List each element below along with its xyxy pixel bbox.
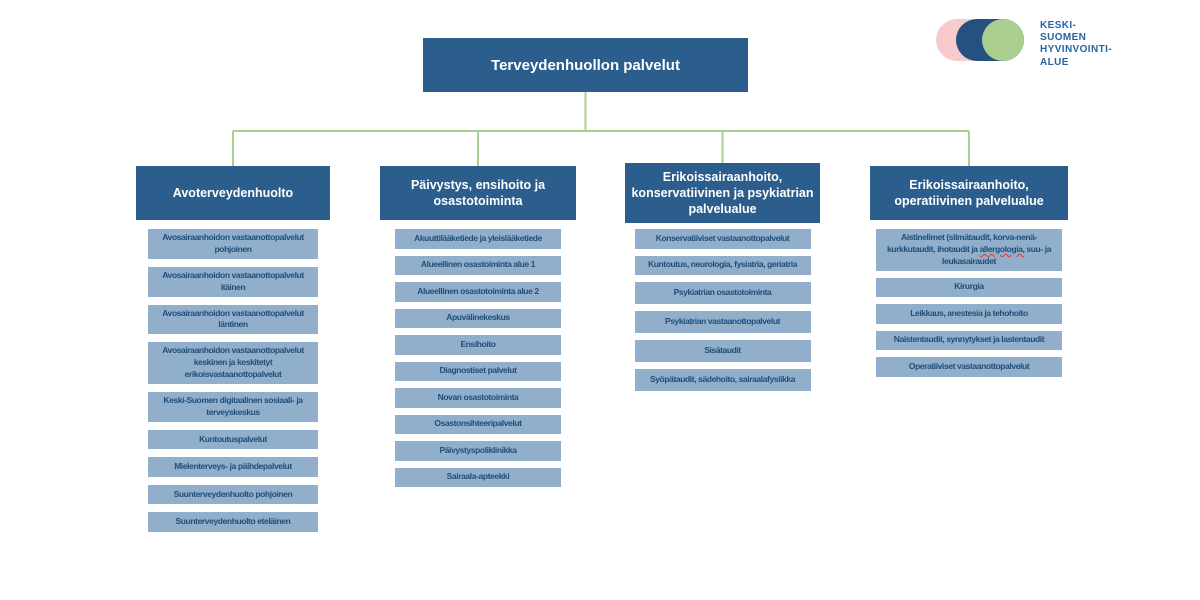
org-item-label: Operatiiviset vastaanottopalvelut (908, 360, 1030, 371)
org-item: Suunterveydenhuolto eteläinen (148, 512, 318, 532)
spellcheck-underline: allergologia, (979, 243, 1025, 254)
org-item: Sisätaudit (634, 340, 811, 362)
column-header-label: Avoterveydenhuolto (172, 185, 294, 200)
org-item-label: Sisätaudit (704, 345, 741, 356)
org-item: Leikkaus, anestesia ja tehohoito (876, 304, 1062, 324)
org-item-label: Keski-Suomen digitaalinen sosiaali- ja t… (163, 395, 303, 417)
org-item-label: Aistinelimet (silmätaudit, korva-nenä-ku… (886, 232, 1052, 266)
org-item-label: Naistentaudit, synnytykset ja lastentaud… (893, 334, 1045, 345)
org-item: Novan osastotoiminta (395, 388, 561, 408)
logo-line-1: KESKI- (1040, 20, 1077, 31)
org-item: Naistentaudit, synnytykset ja lastentaud… (876, 330, 1062, 351)
org-logo: KESKI- SUOMEN HYVINVOINTI- ALUE (930, 15, 1190, 75)
org-item: Suunterveydenhuolto pohjoinen (148, 484, 318, 505)
org-item: Avosairaanhoidon vastaanottopalvelut län… (148, 304, 318, 335)
org-item: Alueellinen osastotoiminta alue 2 (395, 282, 561, 302)
org-item: Avosairaanhoidon vastaanottopalvelut poh… (148, 229, 318, 259)
org-item: Kirurgia (876, 277, 1062, 298)
org-item-label: Syöpätaudit, sädehoito, sairaalafysiikka (649, 374, 796, 385)
logo-green-circle (982, 19, 1024, 61)
org-item: Apuvälinekeskus (395, 308, 561, 328)
org-item: Avosairaanhoidon vastaanottopalvelut itä… (148, 266, 318, 297)
org-item: Kuntoutus, neurologia, fysiatria, geriat… (634, 255, 811, 275)
org-item-label: Alueellinen osastotoiminta alue 2 (417, 285, 539, 296)
org-item: Syöpätaudit, sädehoito, sairaalafysiikka (634, 369, 811, 391)
column-header-label: Erikoissairaanhoito, operatiivinen palve… (894, 177, 1044, 208)
org-item-label: Akuuttilääketiede ja yleislääketiede (414, 232, 542, 243)
org-item-label: Konservatiiviset vastaanottopalvelut (655, 232, 790, 243)
column-header: Avoterveydenhuolto (136, 166, 330, 220)
org-item-label: Avosairaanhoidon vastaanottopalvelut kes… (162, 345, 304, 380)
org-item: Psykiatrian vastaanottopalvelut (634, 311, 811, 333)
org-item: Aistinelimet (silmätaudit, korva-nenä-ku… (876, 229, 1062, 271)
org-item-label: Avosairaanhoidon vastaanottopalvelut län… (162, 307, 304, 330)
org-item-label: Kirurgia (954, 281, 984, 292)
org-item: Psykiatrian osastotoiminta (634, 282, 811, 304)
column-items: Aistinelimet (silmätaudit, korva-nenä-ku… (876, 229, 1062, 377)
org-item-label: Ensihoito (460, 338, 496, 349)
logo-line-4: ALUE (1040, 56, 1069, 68)
org-item: Konservatiiviset vastaanottopalvelut (634, 229, 811, 249)
org-item-label: Avosairaanhoidon vastaanottopalvelut itä… (162, 269, 304, 292)
org-item-label: Mielenterveys- ja päihdepalvelut (174, 461, 292, 472)
org-item: Sairaala-apteekki (395, 467, 561, 487)
org-item: Päivystyspoliklinikka (395, 441, 561, 461)
org-item-label: Psykiatrian vastaanottopalvelut (664, 316, 781, 327)
org-item: Ensihoito (395, 335, 561, 355)
org-item: Alueellinen osastoiminta alue 1 (395, 255, 561, 275)
org-item-label: Kuntoutus, neurologia, fysiatria, geriat… (647, 259, 798, 270)
org-item-label: Diagnostiset palvelut (439, 365, 517, 376)
org-item-label: Apuvälinekeskus (446, 312, 510, 323)
org-item-label: Leikkaus, anestesia ja tehohoito (910, 307, 1028, 318)
column-header-label: Erikoissairaanhoito, konservatiivinen ja… (631, 169, 814, 217)
org-item-label: Suunterveydenhuolto eteläinen (175, 516, 291, 527)
org-item: Mielenterveys- ja päihdepalvelut (148, 457, 318, 477)
org-item: Diagnostiset palvelut (395, 361, 561, 381)
logo-wordmark: KESKI- SUOMEN HYVINVOINTI- ALUE (1040, 20, 1112, 69)
org-item: Keski-Suomen digitaalinen sosiaali- ja t… (148, 392, 318, 422)
logo-line-3: HYVINVOINTI- (1040, 44, 1113, 56)
column-header: Päivystys, ensihoito ja osastotoiminta (380, 166, 576, 220)
org-item-label: Osastonsihteeripalvelut (434, 418, 522, 429)
root-node-label: Terveydenhuollon palvelut (491, 56, 680, 74)
column-items: Avosairaanhoidon vastaanottopalvelut poh… (148, 229, 318, 532)
org-item: Akuuttilääketiede ja yleislääketiede (395, 229, 561, 249)
org-item: Kuntoutuspalvelut (148, 429, 318, 450)
org-item-label: Psykiatrian osastotoiminta (673, 287, 772, 298)
org-item-label: Alueellinen osastoiminta alue 1 (420, 259, 536, 270)
column-header-label: Päivystys, ensihoito ja osastotoiminta (410, 177, 546, 208)
org-item: Operatiiviset vastaanottopalvelut (876, 357, 1062, 377)
org-item-label: Päivystyspoliklinikka (439, 444, 517, 455)
root-node: Terveydenhuollon palvelut (423, 38, 748, 92)
org-item: Avosairaanhoidon vastaanottopalvelut kes… (148, 342, 318, 385)
column-header: Erikoissairaanhoito, konservatiivinen ja… (625, 163, 820, 223)
org-item: Osastonsihteeripalvelut (395, 414, 561, 434)
org-item-label: Suunterveydenhuolto pohjoinen (173, 488, 293, 499)
org-item-label: Novan osastotoiminta (437, 391, 519, 402)
logo-line-2: SUOMEN (1040, 32, 1087, 44)
org-item-label: Avosairaanhoidon vastaanottopalvelut poh… (162, 232, 304, 254)
org-item-label: Sairaala-apteekki (446, 471, 510, 482)
org-item-label: Kuntoutuspalvelut (199, 433, 267, 444)
column-header: Erikoissairaanhoito, operatiivinen palve… (870, 166, 1068, 220)
